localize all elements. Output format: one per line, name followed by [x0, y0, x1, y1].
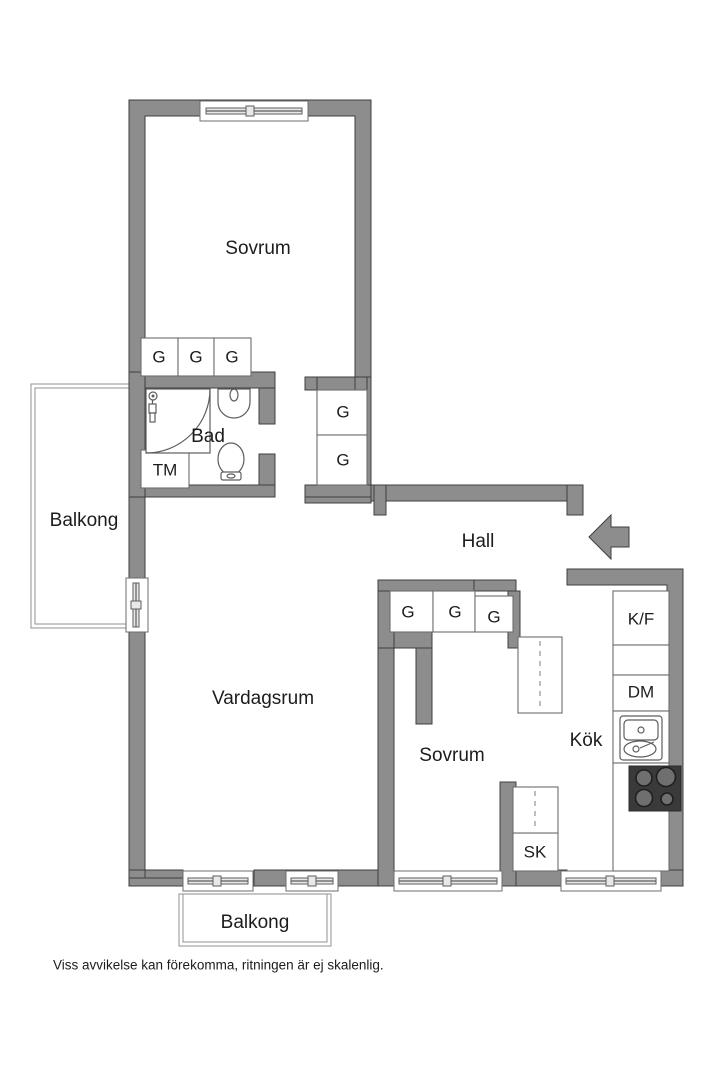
fridge-freezer-label: K/F: [628, 609, 654, 628]
room-label-kok: Kök: [570, 730, 603, 751]
washer-label: TM: [153, 460, 178, 479]
washbasin-fixture: [217, 388, 251, 419]
closet-hall-1-label: G: [336, 402, 349, 421]
door-sk: [512, 786, 559, 834]
disclaimer-text: Viss avvikelse kan förekomma, ritningen …: [53, 958, 384, 973]
entrance-arrow: [588, 513, 630, 561]
closet-bed2-3-label: G: [487, 607, 500, 626]
window-balkong-left: [125, 577, 149, 633]
window-kok: [560, 870, 662, 892]
room-label-hall: Hall: [462, 531, 495, 552]
closet-top-1-label: G: [152, 347, 165, 366]
closet-top-3-label: G: [225, 347, 238, 366]
room-label-balkong-bottom: Balkong: [221, 912, 290, 933]
window-vardagsrum-2: [285, 870, 339, 892]
room-label-bad: Bad: [191, 426, 225, 447]
room-label-vardagsrum: Vardagsrum: [212, 688, 314, 709]
window-sovrum-top: [199, 100, 309, 122]
room-label-balkong-left: Balkong: [50, 510, 119, 531]
stove-fixture: [628, 765, 682, 812]
room-label-sovrum-top: Sovrum: [225, 238, 290, 259]
closet-group-sovrum-top: G G G: [140, 337, 252, 377]
balcony-bottom-slab: [178, 893, 332, 947]
storage-closet-label: SK: [524, 842, 547, 861]
dishwasher-label: DM: [628, 682, 654, 701]
closet-hall-2-label: G: [336, 450, 349, 469]
closet-bed2-1-label: G: [401, 602, 414, 621]
corner-shower-fixture: [145, 388, 211, 454]
window-sovrum-bottom: [393, 870, 503, 892]
washer-unit: TM: [140, 449, 190, 489]
closet-bed2-2-label: G: [448, 602, 461, 621]
kitchen-sink-fixture: [619, 715, 663, 761]
room-label-sovrum-bottom: Sovrum: [419, 745, 484, 766]
balcony-left-slab: [30, 383, 138, 629]
closet-top-2-label: G: [189, 347, 202, 366]
closet-group-hall: G G: [316, 389, 368, 486]
door-kitchen-hall: [517, 636, 563, 714]
storage-closet-sk: SK: [512, 832, 559, 872]
wall-structure: [128, 99, 684, 887]
toilet-fixture: [217, 442, 245, 481]
closet-group-sovrum-bottom: G G G: [389, 590, 514, 633]
window-vardagsrum-1: [182, 870, 254, 892]
